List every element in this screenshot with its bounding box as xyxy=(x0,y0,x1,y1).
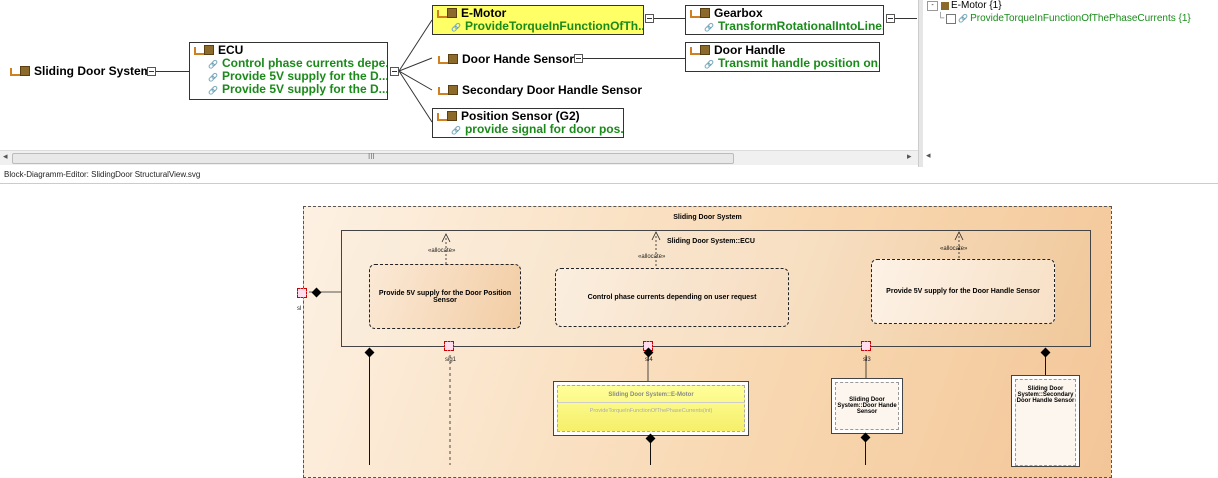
allocate-label: «allocate» xyxy=(638,254,666,260)
node-emotor-title: E-Motor xyxy=(433,6,643,20)
node-door-handle-title: Door Handle xyxy=(686,43,879,57)
block-icon xyxy=(437,8,457,18)
collapse-icon[interactable] xyxy=(574,54,583,63)
part-emotor-title: Sliding Door System::E-Motor xyxy=(608,392,694,398)
function-box-position-sensor-supply[interactable]: Provide 5V supply for the Door Position … xyxy=(369,264,521,329)
part-door-hande-sensor[interactable]: Sliding Door System::Door Hande Sensor xyxy=(831,378,903,434)
diagram-connectors xyxy=(309,231,964,465)
node-secondary-sensor[interactable]: Secondary Door Handle Sensor xyxy=(438,83,642,97)
root-node-sliding-door-system[interactable]: Sliding Door System xyxy=(10,64,151,78)
node-ecu[interactable]: ECU Control phase currents depe... Provi… xyxy=(189,42,388,100)
port-label: sig1 xyxy=(445,357,457,363)
part-emotor[interactable]: Sliding Door System::E-Motor ProvideTorq… xyxy=(553,381,749,436)
scrollbar-thumb[interactable]: III xyxy=(12,152,734,164)
node-ecu-function: Control phase currents depe... xyxy=(190,57,387,70)
node-ecu-title: ECU xyxy=(190,43,387,57)
node-door-hande-sensor-label: Door Hande Sensor xyxy=(462,52,575,66)
scrollbar-grip: III xyxy=(368,152,375,161)
collapse-icon[interactable] xyxy=(390,67,399,76)
node-position-sensor-function: provide signal for door pos... xyxy=(433,123,623,136)
right-panel: - E-Motor {1} └ 🔗 ProvideTorqueInFunctio… xyxy=(923,0,1218,167)
ecu-block-title: Sliding Door System::ECU xyxy=(667,238,755,245)
part-emotor-function: ProvideTorqueInFunctionOfThePhaseCurrent… xyxy=(589,408,713,414)
right-tree-item[interactable]: - E-Motor {1} xyxy=(927,0,1002,11)
link-icon: 🔗 xyxy=(958,14,969,23)
part-door-hande-sensor-label: Sliding Door System::Door Hande Sensor xyxy=(835,382,899,430)
node-emotor[interactable]: E-Motor ProvideTorqueInFunctionOfTh... xyxy=(432,5,644,35)
node-door-handle-function: Transmit handle position on... xyxy=(686,57,879,70)
block-icon xyxy=(941,1,949,10)
scroll-left-icon[interactable]: ◂ xyxy=(926,150,931,160)
function-icon xyxy=(946,13,957,24)
node-secondary-sensor-label: Secondary Door Handle Sensor xyxy=(462,83,643,97)
collapse-icon[interactable] xyxy=(886,14,895,23)
port-sl[interactable] xyxy=(297,288,307,298)
right-tree-item-label: E-Motor {1} xyxy=(951,0,1002,11)
right-tree-child[interactable]: └ 🔗 ProvideTorqueInFunctionOfThePhaseCur… xyxy=(937,13,1191,24)
block-icon xyxy=(437,111,457,121)
right-tree-child-label: ProvideTorqueInFunctionOfThePhaseCurrent… xyxy=(970,13,1191,24)
scroll-left-icon[interactable]: ◂ xyxy=(3,151,8,161)
node-ecu-function: Provide 5V supply for the D... xyxy=(190,70,387,83)
port-sig1[interactable] xyxy=(444,341,454,351)
port-label: sl xyxy=(297,306,302,312)
node-ecu-function: Provide 5V supply for the D... xyxy=(190,83,387,96)
block-icon xyxy=(194,45,214,55)
root-node-label: Sliding Door System xyxy=(34,64,152,78)
node-door-handle[interactable]: Door Handle Transmit handle position on.… xyxy=(685,42,880,72)
scroll-right-icon[interactable]: ▸ xyxy=(907,151,912,161)
allocate-label: «allocate» xyxy=(940,246,968,252)
block-icon xyxy=(438,85,458,95)
block-icon xyxy=(690,45,710,55)
node-gearbox[interactable]: Gearbox TransformRotationalIntoLine... xyxy=(685,5,884,35)
function-box-control-phase-currents[interactable]: Control phase currents depending on user… xyxy=(555,268,789,327)
node-position-sensor[interactable]: Position Sensor (G2) provide signal for … xyxy=(432,108,624,138)
node-gearbox-function: TransformRotationalIntoLine... xyxy=(686,20,883,33)
part-secondary-label: Sliding Door System::Secondary Door Hand… xyxy=(1016,386,1075,404)
port-label: sl4 xyxy=(645,357,653,363)
block-icon xyxy=(438,54,458,64)
block-icon xyxy=(690,8,710,18)
horizontal-scrollbar[interactable]: ◂ III ▸ xyxy=(0,150,918,165)
node-emotor-function: ProvideTorqueInFunctionOfTh... xyxy=(433,20,643,33)
port-sl3[interactable] xyxy=(861,341,871,351)
expand-icon[interactable]: - xyxy=(927,0,938,11)
collapse-icon[interactable] xyxy=(147,67,156,76)
editor-title: Block-Diagramm-Editor: SlidingDoor Struc… xyxy=(4,170,201,179)
function-box-handle-sensor-supply[interactable]: Provide 5V supply for the Door Handle Se… xyxy=(871,259,1055,324)
node-position-sensor-title: Position Sensor (G2) xyxy=(433,109,623,123)
node-door-hande-sensor[interactable]: Door Hande Sensor xyxy=(438,52,574,66)
node-gearbox-title: Gearbox xyxy=(686,6,883,20)
outer-block-title: Sliding Door System xyxy=(673,214,742,221)
collapse-icon[interactable] xyxy=(645,14,654,23)
tree-connectors xyxy=(399,19,433,123)
part-secondary-door-handle-sensor[interactable]: Sliding Door System::Secondary Door Hand… xyxy=(1011,375,1080,467)
block-icon xyxy=(10,66,30,76)
allocate-label: «allocate» xyxy=(428,248,456,254)
panel-splitter[interactable] xyxy=(918,0,923,167)
port-label: sl3 xyxy=(863,357,871,363)
